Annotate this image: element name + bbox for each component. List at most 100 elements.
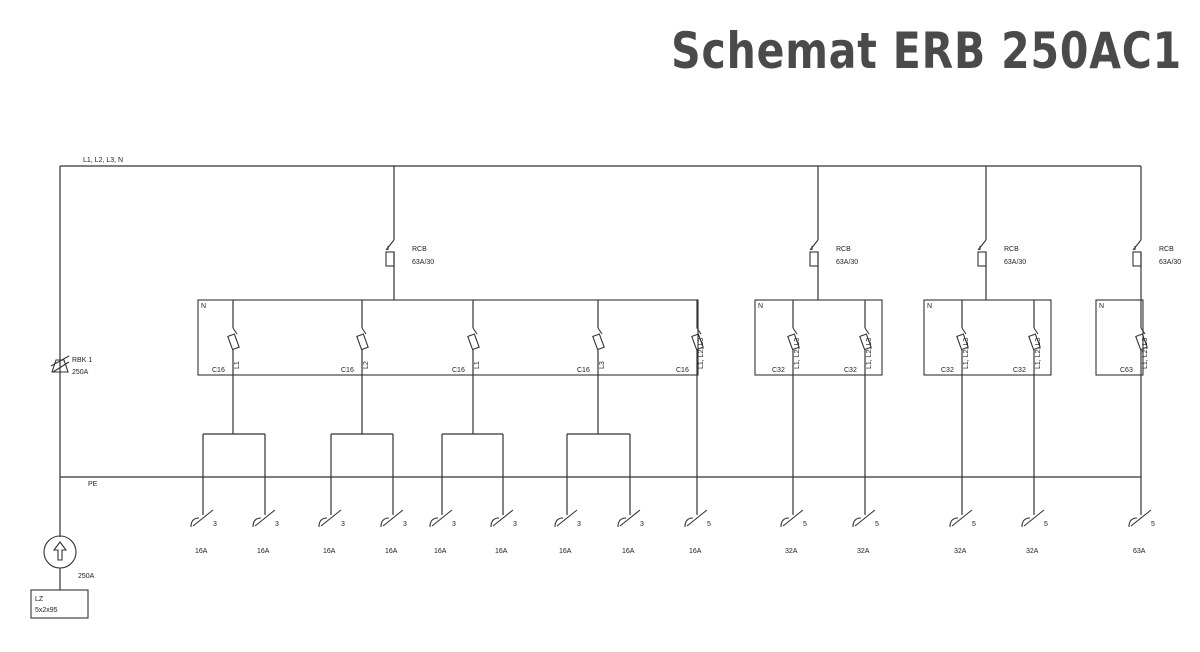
fuse-symbol (956, 333, 969, 351)
breaker-rating: C16 (676, 367, 689, 374)
fuse-symbol (859, 333, 872, 351)
socket-poles: 3 (640, 521, 644, 528)
socket-icon (780, 509, 804, 528)
rcd-contact-symbol (1132, 239, 1142, 251)
breaker-rating: C16 (341, 367, 354, 374)
fuse-symbol (691, 333, 704, 351)
breaker-group-box (754, 299, 883, 376)
socket-icon (380, 509, 404, 528)
neutral-label: N (1099, 303, 1104, 310)
socket-rating: 32A (785, 548, 798, 555)
rcd-symbol (809, 251, 819, 267)
breaker-contact (792, 327, 798, 335)
socket-icon (554, 509, 578, 528)
input-rating: 250A (78, 573, 95, 580)
socket-icon (852, 509, 876, 528)
rcd-rating: 63A/30 (1004, 259, 1026, 266)
rcd-rating: 63A/30 (836, 259, 858, 266)
input-supply-symbol (43, 535, 77, 569)
breaker-phase: L1, L2, L3 (1035, 338, 1042, 369)
rcd-name: RCB (1004, 246, 1019, 253)
breaker-phase: L1, L2, L3 (698, 338, 705, 369)
breaker-rating: C32 (844, 367, 857, 374)
socket-icon (490, 509, 514, 528)
socket-rating: 32A (857, 548, 870, 555)
neutral-label: N (927, 303, 932, 310)
socket-poles: 3 (213, 521, 217, 528)
socket-rating: 16A (622, 548, 635, 555)
rcd-name: RCB (1159, 246, 1174, 253)
socket-rating: 16A (689, 548, 702, 555)
breaker-rating: C32 (772, 367, 785, 374)
breaker-rating: C32 (941, 367, 954, 374)
rcd-rating: 63A/30 (412, 259, 434, 266)
breaker-rating: C32 (1013, 367, 1026, 374)
main-switch-stroke (50, 355, 70, 367)
socket-poles: 5 (803, 521, 807, 528)
rcd-symbol (1132, 251, 1142, 267)
socket-rating: 32A (1026, 548, 1039, 555)
socket-icon (617, 509, 641, 528)
breaker-contact (864, 327, 870, 335)
rcd-name: RCB (412, 246, 427, 253)
socket-poles: 5 (1151, 521, 1155, 528)
socket-icon (949, 509, 973, 528)
socket-poles: 3 (275, 521, 279, 528)
breaker-contact (597, 327, 603, 335)
breaker-phase: L1, L2, L3 (963, 338, 970, 369)
socket-icon (1128, 509, 1152, 528)
fuse-symbol (787, 333, 800, 351)
input-arrow-icon (52, 541, 68, 561)
socket-rating: 16A (257, 548, 270, 555)
cable-spec: 5x2x95 (35, 607, 58, 614)
socket-icon (429, 509, 453, 528)
socket-poles: 5 (707, 521, 711, 528)
socket-rating: 32A (954, 548, 967, 555)
breaker-rating: C63 (1120, 367, 1133, 374)
rcd-contact-symbol (809, 239, 819, 251)
breaker-contact (361, 327, 367, 335)
rcd-contact-symbol (385, 239, 395, 251)
socket-rating: 16A (323, 548, 336, 555)
fuse-symbol (1028, 333, 1041, 351)
breaker-contact (696, 327, 702, 335)
main-switch-name: RBK 1 (72, 357, 92, 364)
socket-poles: 5 (1044, 521, 1048, 528)
breaker-contact (472, 327, 478, 335)
socket-rating: 16A (559, 548, 572, 555)
breaker-phase: L1, L2, L3 (866, 338, 873, 369)
neutral-label: N (758, 303, 763, 310)
breaker-phase: L2 (363, 361, 370, 369)
socket-rating: 63A (1133, 548, 1146, 555)
socket-poles: 3 (577, 521, 581, 528)
breaker-phase: L3 (599, 361, 606, 369)
main-switch-stroke (52, 361, 70, 373)
breaker-rating: C16 (212, 367, 225, 374)
rcd-contact-symbol (977, 239, 987, 251)
cable-box (30, 589, 89, 619)
breaker-phase: L1, L2, L3 (794, 338, 801, 369)
fuse-symbol (1135, 333, 1148, 351)
socket-icon (684, 509, 708, 528)
breaker-contact (1140, 327, 1146, 335)
breaker-group-box (923, 299, 1052, 376)
breaker-contact (961, 327, 967, 335)
fuse-symbol (356, 333, 369, 351)
socket-poles: 3 (341, 521, 345, 528)
cable-name: LZ (35, 596, 44, 603)
breaker-phase: L1 (474, 361, 481, 369)
breaker-group-box (1095, 299, 1144, 376)
rcd-symbol (385, 251, 395, 267)
socket-icon (1021, 509, 1045, 528)
fuse-symbol (467, 333, 480, 351)
breaker-rating: C16 (452, 367, 465, 374)
fuse-symbol (227, 333, 240, 351)
breaker-rating: C16 (577, 367, 590, 374)
neutral-label: N (201, 303, 206, 310)
socket-icon (252, 509, 276, 528)
breaker-phase: L1, L2, L3 (1142, 338, 1149, 369)
fuse-symbol (592, 333, 605, 351)
pe-label: PE (88, 481, 98, 488)
